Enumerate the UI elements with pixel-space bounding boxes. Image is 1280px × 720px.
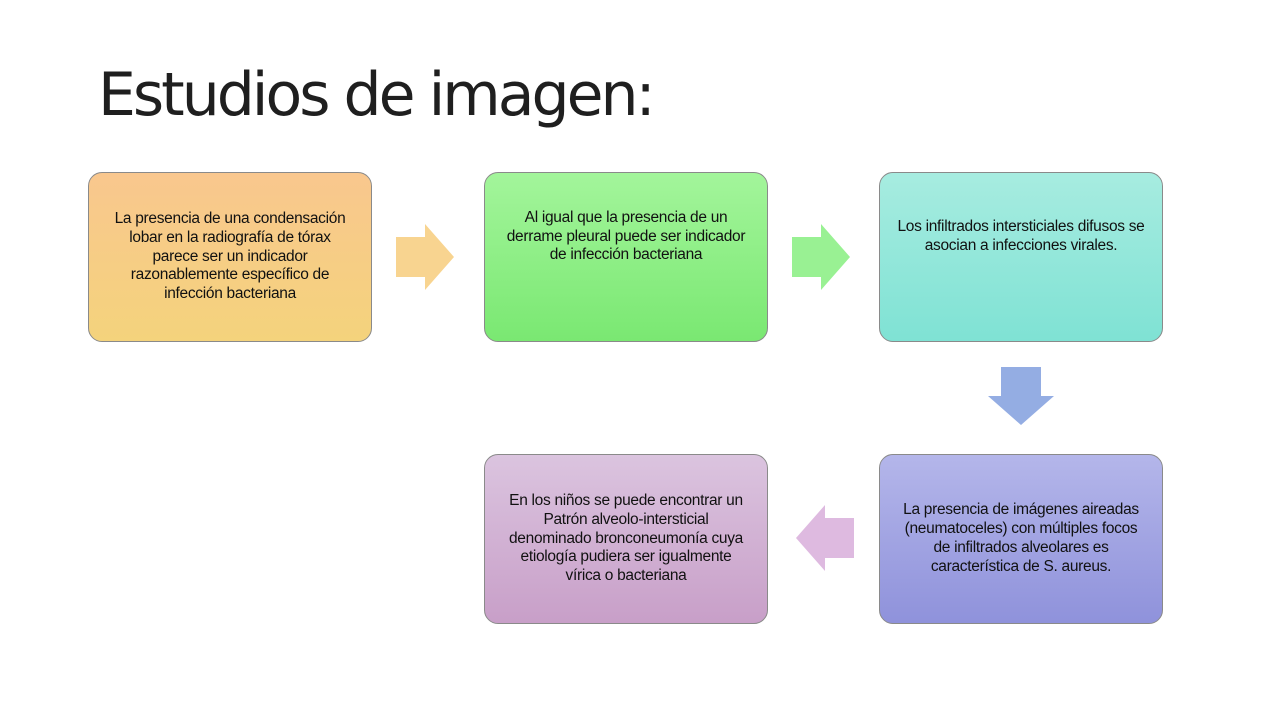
step-1-box: La presencia de una condensación lobar e… <box>88 172 372 342</box>
step-5-box: En los niños se puede encontrar un Patró… <box>484 454 768 624</box>
step-4-text: La presencia de imágenes aireadas (neuma… <box>903 501 1139 575</box>
step-3-box: Los infiltrados intersticiales difusos s… <box>879 172 1163 342</box>
arrow-down <box>988 367 1054 425</box>
step-5-text: En los niños se puede encontrar un Patró… <box>508 491 743 585</box>
step-2-text: Al igual que la presencia de un derrame … <box>506 208 746 264</box>
step-4-box: La presencia de imágenes aireadas (neuma… <box>879 454 1163 624</box>
step-1-text: La presencia de una condensación lobar e… <box>114 209 346 303</box>
step-2-box: Al igual que la presencia de un derrame … <box>484 172 768 342</box>
arrow-right-2 <box>792 224 850 290</box>
page-title: Estudios de imagen: <box>98 60 656 130</box>
arrow-right-1 <box>396 224 454 290</box>
step-3-text: Los infiltrados intersticiales difusos s… <box>897 218 1145 254</box>
arrow-left <box>796 505 854 571</box>
